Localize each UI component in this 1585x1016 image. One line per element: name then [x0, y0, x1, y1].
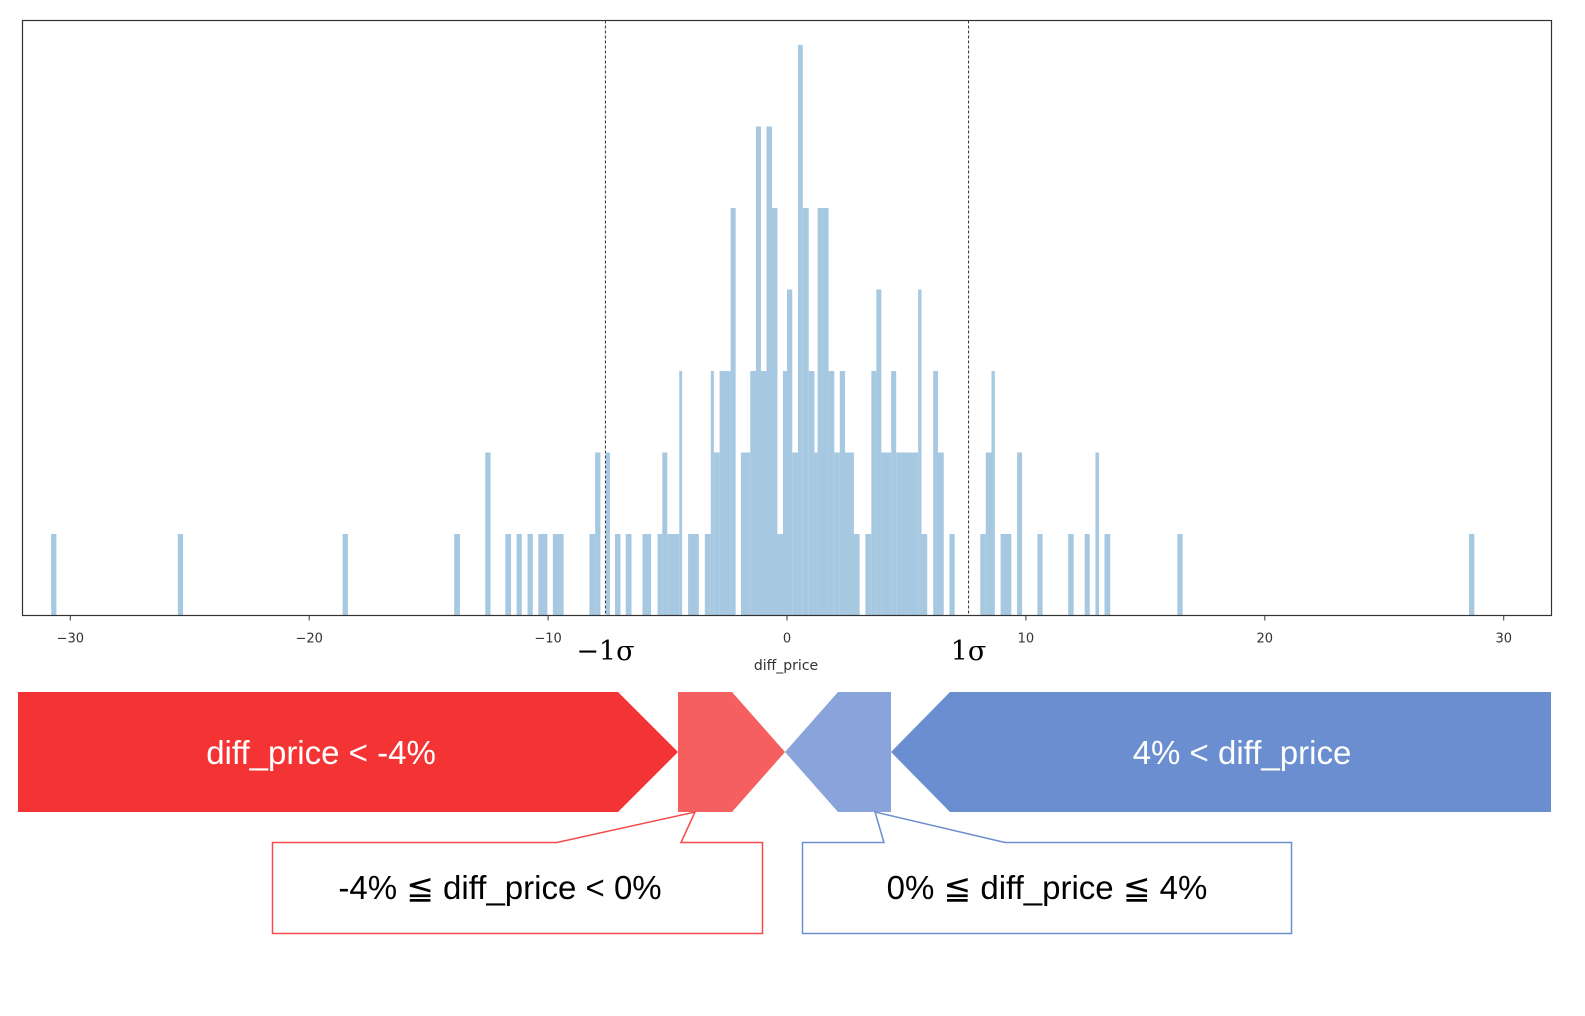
histogram-bar	[1084, 533, 1090, 616]
histogram-bar	[516, 533, 522, 616]
histogram-bar	[792, 452, 798, 616]
histogram-bar	[177, 533, 184, 616]
histogram-bar	[485, 452, 491, 616]
minus-one-sigma-label: −1σ	[576, 636, 634, 667]
histogram-bar	[782, 370, 787, 616]
histogram-bar	[777, 533, 783, 616]
x-axis-label: diff_price	[754, 658, 818, 674]
histogram-bar	[933, 370, 938, 616]
histogram-bar	[991, 370, 995, 616]
histogram-bar	[771, 207, 778, 616]
histogram-bar	[817, 207, 829, 616]
histogram-bars	[51, 44, 1475, 616]
histogram-bar	[853, 533, 860, 616]
histogram-bar	[985, 452, 992, 616]
histogram-bar	[876, 289, 882, 616]
histogram-bar	[787, 289, 793, 616]
histogram-bar	[667, 533, 680, 616]
histogram-bar	[719, 370, 731, 616]
histogram-bar	[802, 207, 809, 616]
histogram-bar	[1037, 533, 1043, 616]
x-tick-label: −30	[57, 632, 84, 647]
x-tick-label: 0	[783, 632, 791, 647]
histogram-bar	[589, 533, 596, 616]
histogram-bar	[342, 533, 348, 616]
histogram-bar	[918, 289, 922, 616]
histogram-bar	[1000, 533, 1012, 616]
histogram-bar	[740, 452, 751, 616]
x-axis-ticks: −30 −20 −10 0 10 20 30	[57, 615, 1512, 647]
histogram-bar	[454, 533, 460, 616]
histogram-bar	[839, 370, 846, 616]
band-mild-increase	[785, 692, 891, 812]
callout-mild-decrease	[271, 810, 764, 935]
histogram-bar	[1068, 533, 1074, 616]
sigma-lines	[604, 20, 970, 616]
x-tick-label: −10	[534, 632, 561, 647]
callout-mild-increase-label: 0% ≦ diff_price ≦ 4%	[887, 869, 1208, 906]
x-tick-label: 10	[1018, 632, 1035, 647]
band-strong-decrease	[18, 692, 678, 812]
histogram-bar	[1104, 533, 1111, 616]
histogram-bar	[614, 533, 621, 616]
band-mild-decrease	[678, 692, 785, 812]
histogram-bar	[710, 370, 714, 616]
histogram-bar	[642, 533, 652, 616]
histogram-bar	[1017, 452, 1023, 616]
histogram-bar	[797, 44, 803, 616]
histogram-bar	[937, 452, 944, 616]
band-strong-increase	[891, 692, 1551, 812]
histogram-bar	[865, 533, 872, 616]
histogram-bar	[595, 452, 601, 616]
histogram-bar	[1469, 533, 1475, 616]
x-tick-label: 30	[1495, 632, 1512, 647]
histogram-bar	[881, 452, 892, 616]
histogram-bar	[625, 533, 632, 616]
histogram-bar	[605, 452, 610, 616]
histogram-bar	[871, 370, 877, 616]
histogram-bar	[713, 452, 720, 616]
callout-mild-increase	[801, 810, 1293, 935]
histogram-bar	[662, 452, 668, 616]
histogram-bar	[834, 452, 840, 616]
x-tick-label: 20	[1257, 632, 1274, 647]
band-strong-increase-label: 4% < diff_price	[1133, 734, 1352, 771]
histogram-bar	[755, 126, 761, 616]
histogram-bar	[1177, 533, 1183, 616]
histogram-bar	[980, 533, 986, 616]
band-strong-decrease-label: diff_price < -4%	[206, 734, 436, 771]
histogram-bar	[1095, 452, 1100, 616]
histogram-bar	[949, 533, 955, 616]
histogram-bar	[527, 533, 533, 616]
histogram-bar	[505, 533, 512, 616]
histogram-bar	[921, 533, 928, 616]
histogram-bar	[760, 370, 767, 616]
plus-one-sigma-label: 1σ	[951, 636, 987, 667]
histogram-bar	[552, 533, 564, 616]
histogram-bar	[704, 533, 711, 616]
histogram-bar	[896, 452, 919, 616]
histogram-bar	[538, 533, 548, 616]
histogram-bar	[657, 533, 663, 616]
callout-mild-decrease-label: -4% ≦ diff_price < 0%	[338, 869, 661, 906]
histogram-bar	[688, 533, 699, 616]
histogram-bar	[730, 207, 736, 616]
histogram-bar	[845, 452, 854, 616]
histogram-bar	[750, 370, 756, 616]
histogram-bar	[814, 452, 818, 616]
histogram-bar	[828, 370, 835, 616]
x-tick-label: −20	[295, 632, 322, 647]
histogram-bar	[808, 370, 815, 616]
histogram-bar	[51, 533, 57, 616]
histogram-bar	[891, 370, 897, 616]
histogram-bar	[766, 126, 772, 616]
histogram-bar	[679, 370, 683, 616]
